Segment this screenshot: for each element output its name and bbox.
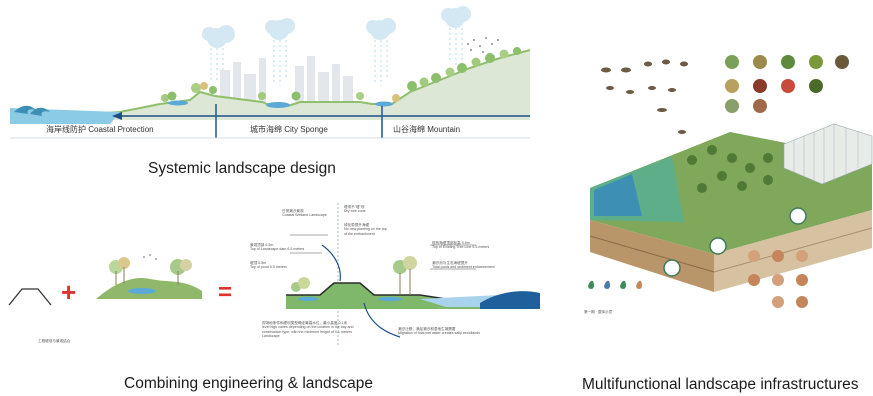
- sponge-pond: [266, 102, 290, 108]
- equals-operator: =: [218, 279, 233, 306]
- landscape-mound-illustration: [96, 254, 202, 299]
- band-label-mountain: 山谷海绵 Mountain: [393, 125, 461, 134]
- systemic-section-illustration: [10, 6, 531, 139]
- tree-row: [161, 47, 521, 102]
- note-6: 现有海堤顶部标高 5.5m Top of Existing Tree Line …: [432, 241, 490, 250]
- bird-species-icons: [601, 59, 688, 134]
- rain-cloud-icon: [202, 6, 471, 48]
- caption-systemic-landscape: Systemic landscape design: [148, 160, 336, 177]
- isometric-block-illustration: [588, 55, 873, 308]
- bird-flock-icon: [467, 37, 499, 53]
- city-skyline: [220, 56, 353, 102]
- note-5: 堤顶 5.5m Top of pond 5.5 meters: [250, 261, 287, 270]
- note-1: 日常潮汐景观 Coastal Wetland Landscape: [282, 209, 327, 218]
- callout-arrow: [321, 244, 341, 282]
- species-photo-icons: [725, 55, 849, 113]
- note-7: 潮汐池与生态海堤提升 Tidal pools and sediment enha…: [432, 261, 495, 270]
- band-label-city: 城市海绵 City Sponge: [250, 125, 328, 134]
- systemic-landscape-panel: 海岸线防护 Coastal Protection 城市海绵 City Spong…: [0, 0, 560, 190]
- embankment-label: 工程堤坝与景观结合: [38, 339, 71, 343]
- wave-icon: [480, 291, 540, 309]
- note-3: 绿化带提升海堤 No new planting on the top of th…: [344, 223, 387, 236]
- combined-section-illustration: [286, 203, 540, 345]
- caption-combining-engineering: Combining engineering & landscape: [124, 375, 374, 392]
- note-4: 景观顶部 6.5m Top of Landscape dam 6.5 meter…: [250, 243, 305, 252]
- multifunctional-infrastructure-panel: 第一期 · 整体示意 Multifunctional landscape inf…: [572, 40, 873, 396]
- terrain-profile: [30, 50, 530, 120]
- embankment-icon: [8, 288, 52, 306]
- function-icons: [588, 207, 808, 308]
- note-2: 堤坝不"堤"坝 Dry tree zone: [344, 205, 366, 214]
- engineering-landscape-panel: 工程堤坝与景观结合 + = 日常潮汐景观 Coastal Wetland Lan…: [0, 195, 540, 395]
- band-label-coastal: 海岸线防护 Coastal Protection: [46, 125, 154, 134]
- infrastructure-small-label: 第一期 · 整体示意: [584, 310, 613, 314]
- note-8: 视场地条件和堤坝类型确定最高水位，最小高度 0.1米 level high va…: [262, 321, 354, 339]
- caption-multifunctional-infrastructure: Multifunctional landscape infrastructure…: [582, 376, 859, 393]
- plus-operator: +: [61, 277, 77, 307]
- note-9: 潮汐迁移，满足潮汐和湿地生境需要 Migration of tidal wet …: [398, 327, 481, 336]
